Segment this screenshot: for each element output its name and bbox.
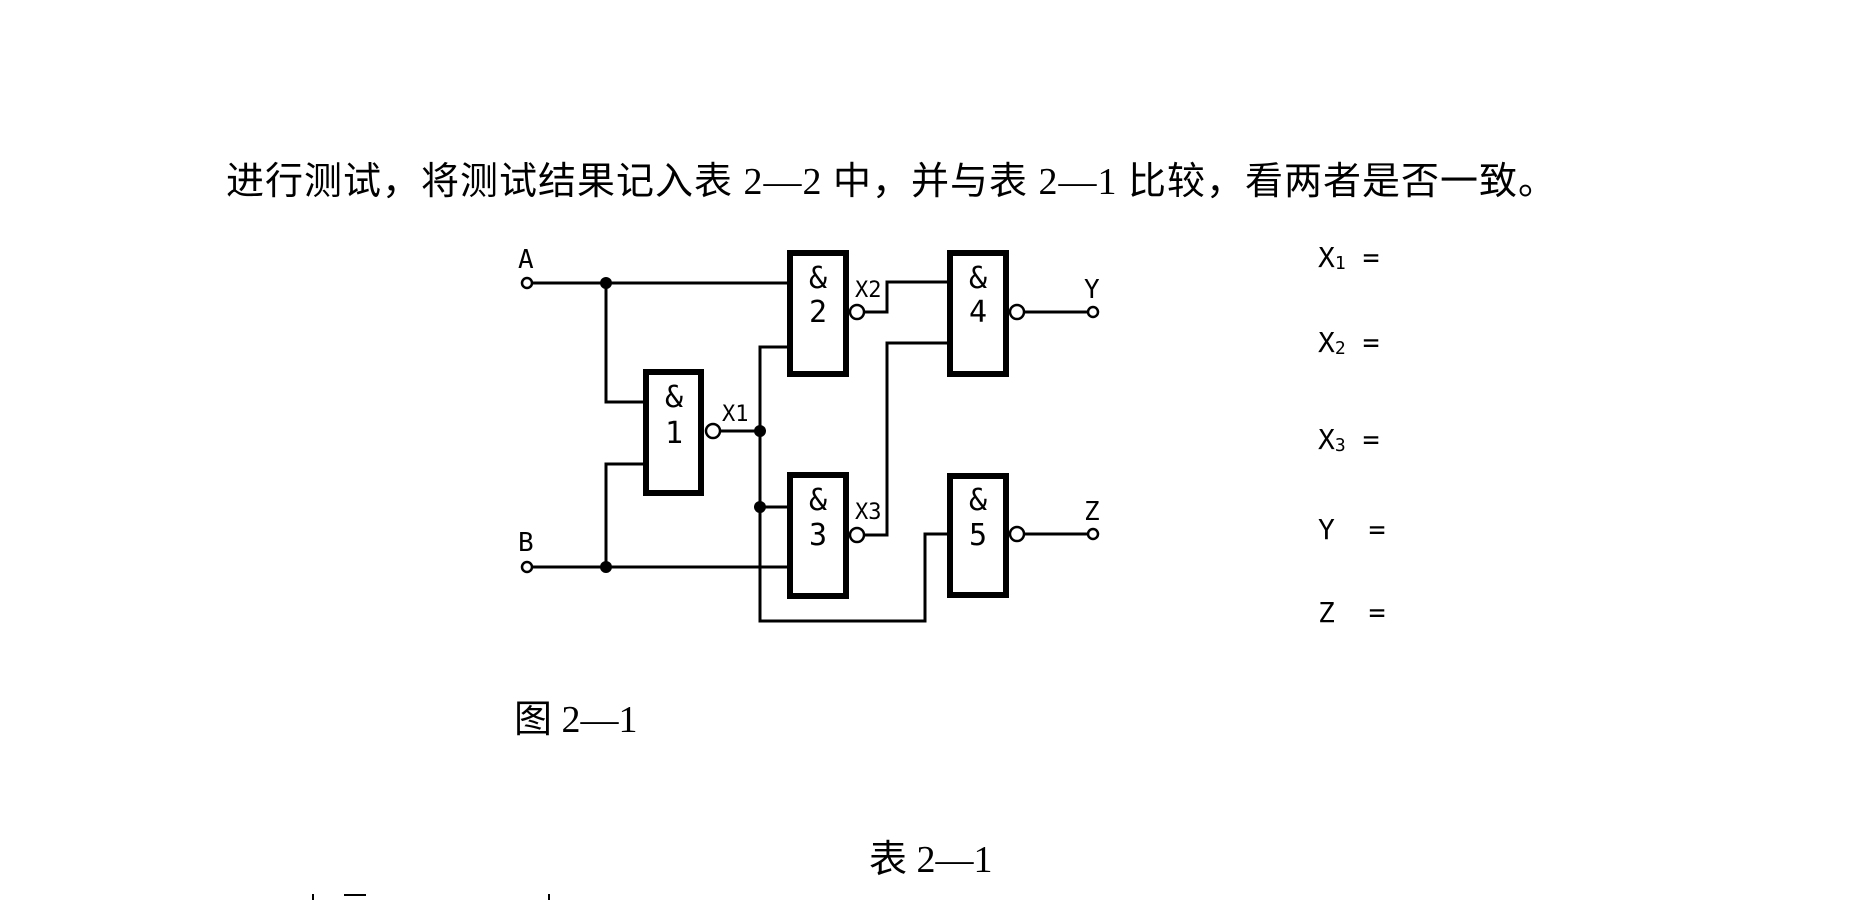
gate-1-box bbox=[643, 369, 704, 496]
terminal-y-icon bbox=[1086, 305, 1100, 319]
equation-var: X bbox=[1318, 423, 1335, 456]
equation-sub: 1 bbox=[1334, 253, 1346, 274]
equation-sub: 2 bbox=[1334, 338, 1346, 359]
node-label-x3: X3 bbox=[855, 500, 882, 525]
equation-var: X bbox=[1318, 241, 1335, 274]
equation-sign: = bbox=[1351, 596, 1386, 629]
table-top-edge bbox=[344, 894, 366, 902]
gate-2-number: 2 bbox=[809, 295, 827, 330]
gate-1-bubble-icon bbox=[704, 422, 722, 440]
gate-4-box bbox=[947, 250, 1009, 377]
gate-3-bubble-icon bbox=[848, 526, 866, 544]
equation-var: X bbox=[1318, 326, 1335, 359]
figure-caption: 图 2—1 bbox=[514, 699, 638, 741]
equation-sub: 3 bbox=[1334, 435, 1346, 456]
node-label-x2: X2 bbox=[855, 278, 882, 303]
gate-1-number: 1 bbox=[665, 416, 683, 451]
gate-5-number: 5 bbox=[969, 518, 987, 553]
gate-2-bubble-icon bbox=[848, 303, 866, 321]
input-label-b: B bbox=[518, 528, 534, 558]
output-label-y: Y bbox=[1084, 275, 1100, 305]
wire-x3 bbox=[863, 341, 947, 537]
gate-4-bubble-icon bbox=[1008, 303, 1026, 321]
wire-a-gate1 bbox=[604, 283, 643, 404]
node-label-x1: X1 bbox=[722, 402, 749, 427]
table-caption: 表 2—1 bbox=[869, 839, 993, 881]
input-label-a: A bbox=[518, 245, 534, 275]
equation-sign: = bbox=[1351, 513, 1386, 546]
equation-x2: X2 = bbox=[1318, 327, 1379, 365]
equation-x1: X1 = bbox=[1318, 242, 1379, 280]
equation-z: Z = bbox=[1318, 597, 1385, 635]
terminal-a-icon bbox=[520, 276, 534, 290]
equation-x3: X3 = bbox=[1318, 424, 1379, 462]
gate-4-number: 4 bbox=[969, 295, 987, 330]
equation-y: Y = bbox=[1318, 514, 1385, 552]
wire-x1-gate2 bbox=[758, 345, 947, 623]
gate-1-symbol: & bbox=[665, 380, 683, 415]
gate-3-number: 3 bbox=[809, 518, 827, 553]
gate-3-box bbox=[787, 472, 849, 599]
wire-b-gate1 bbox=[604, 462, 643, 567]
terminal-b-icon bbox=[520, 560, 534, 574]
gate-3-symbol: & bbox=[809, 483, 827, 518]
intro-paragraph: 进行测试，将测试结果记入表 2—2 中，并与表 2—1 比较，看两者是否一致。 bbox=[226, 161, 1558, 203]
junction-dot-icon bbox=[754, 425, 766, 437]
junction-dot-icon bbox=[600, 277, 612, 289]
table-top-edge bbox=[312, 894, 320, 900]
gate-4-symbol: & bbox=[969, 261, 987, 296]
junction-dot-icon bbox=[600, 561, 612, 573]
equation-var: Z bbox=[1318, 596, 1335, 629]
wire-x2 bbox=[863, 280, 947, 314]
gate-5-box bbox=[947, 473, 1009, 598]
junction-dot-icon bbox=[754, 501, 766, 513]
table-top-edge bbox=[548, 894, 554, 900]
equation-sign: = bbox=[1362, 326, 1380, 359]
gate-5-bubble-icon bbox=[1008, 525, 1026, 543]
output-label-z: Z bbox=[1084, 497, 1100, 527]
gate-2-symbol: & bbox=[809, 261, 827, 296]
equation-sign: = bbox=[1362, 241, 1380, 274]
equation-sign: = bbox=[1362, 423, 1380, 456]
terminal-z-icon bbox=[1086, 527, 1100, 541]
gate-2-box bbox=[787, 250, 849, 377]
equation-var: Y bbox=[1318, 513, 1335, 546]
gate-5-symbol: & bbox=[969, 483, 987, 518]
